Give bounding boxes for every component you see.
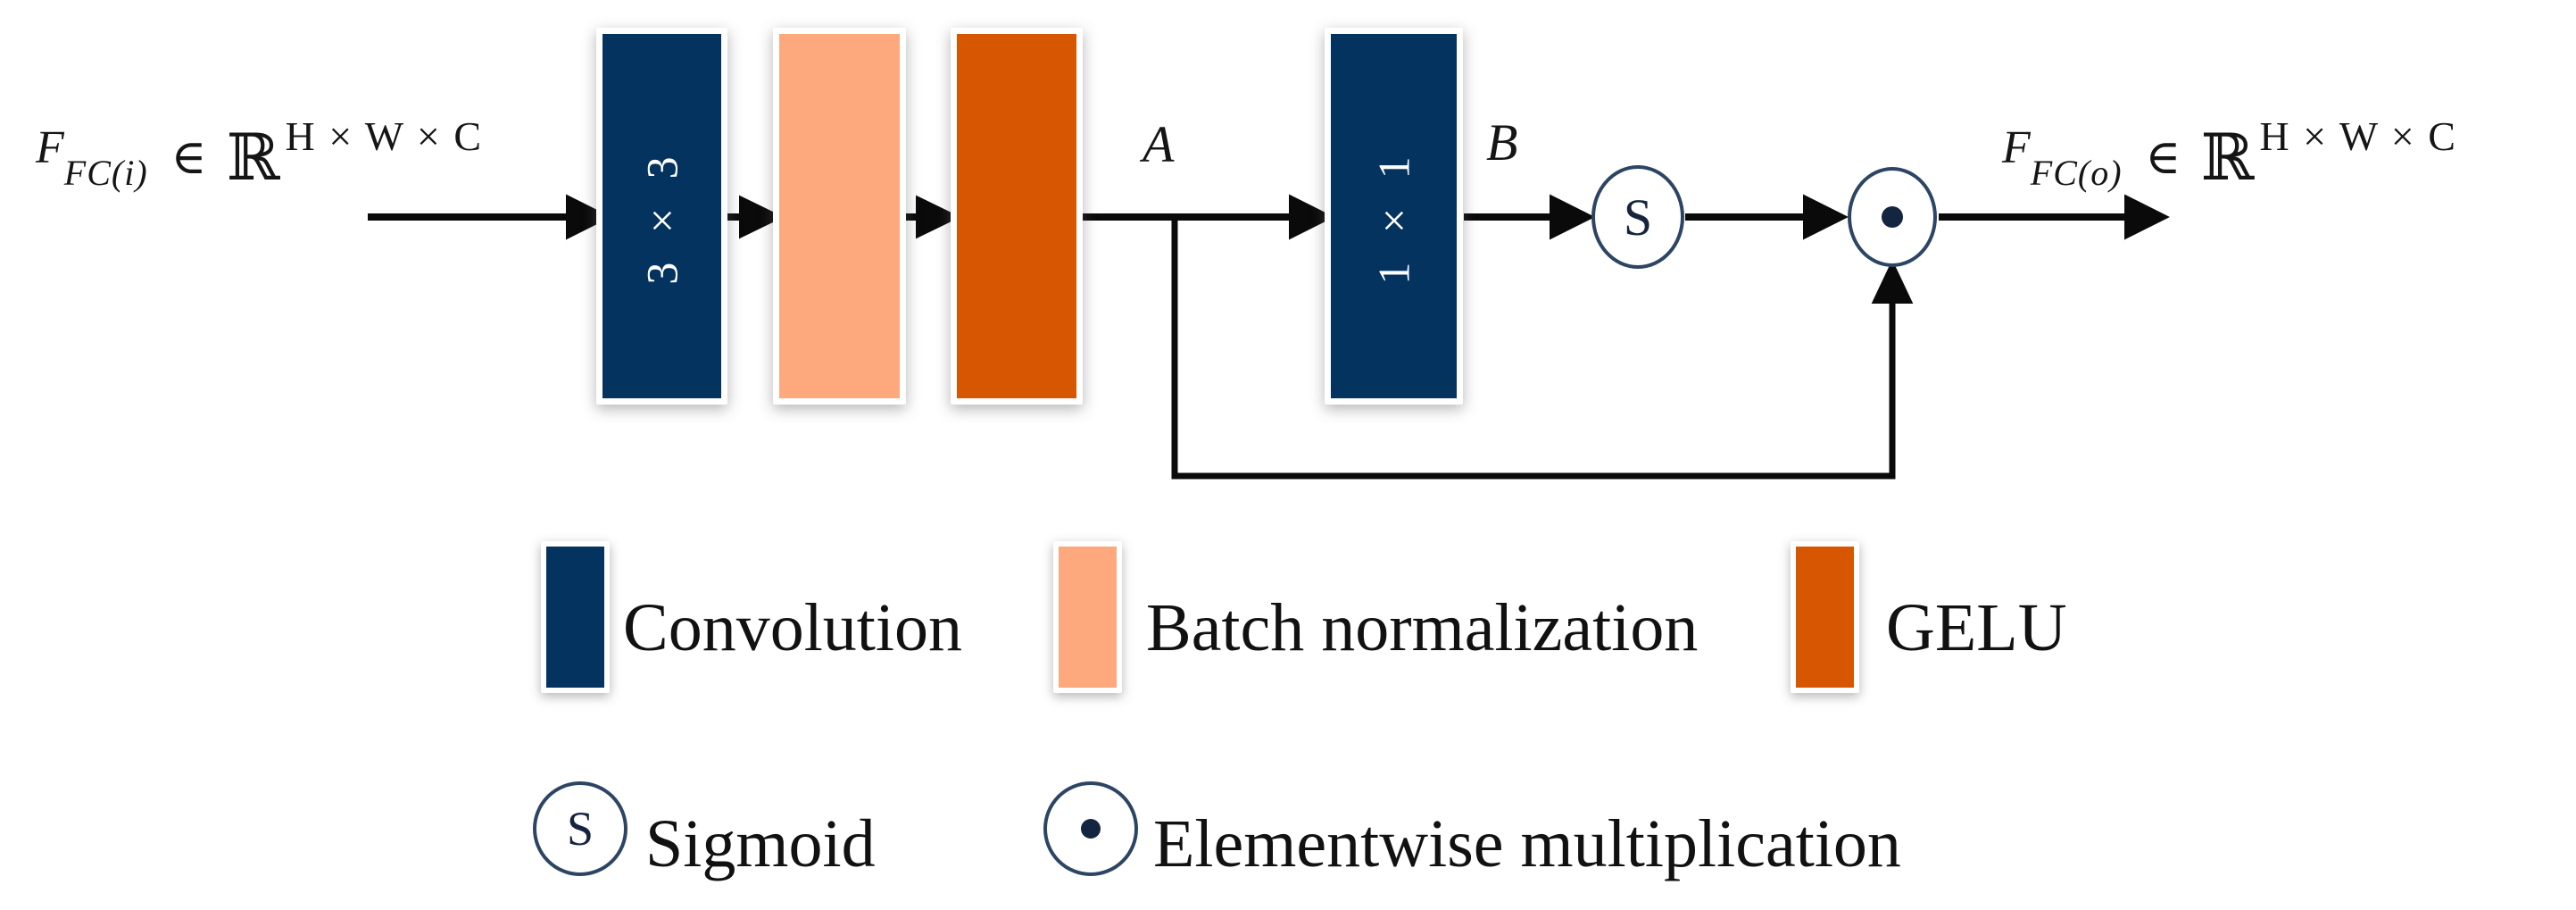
input-tensor-label: F FC(i) ∈ ℝ H × W × C [36, 107, 483, 195]
elementwise-dot-icon [1882, 206, 1903, 228]
real-set-symbol: ℝ [2200, 120, 2255, 195]
input-dims-superscript: H × W × C [285, 113, 484, 159]
conv-3x3-block: 3 × 3 [596, 28, 727, 405]
skip-connection-path [1171, 221, 1896, 480]
arrowhead-output [2124, 194, 2170, 240]
arrowhead-batchnorm [739, 195, 785, 239]
arrowhead-sigmoid [1550, 194, 1595, 240]
sigmoid-op-circle: S [1591, 165, 1684, 269]
sigmoid-symbol: S [1623, 188, 1653, 246]
element-of-symbol: ∈ [170, 129, 207, 185]
arrowhead-multiply [1803, 194, 1849, 240]
batch-norm-block [773, 28, 906, 405]
arrowhead-input [566, 194, 611, 240]
legend-label-sigmoid: Sigmoid [645, 806, 876, 881]
arrowhead-conv1x1 [1289, 194, 1334, 240]
output-dims-superscript: H × W × C [2259, 113, 2457, 159]
conv-1x1-label: 1 × 1 [1368, 147, 1419, 285]
legend-sigmoid-symbol: S [566, 802, 594, 856]
input-subscript: FC(i) [63, 153, 148, 193]
legend-label-batch-normalization: Batch normalization [1146, 590, 1699, 665]
legend-swatch-convolution [541, 541, 610, 693]
output-subscript: FC(o) [2030, 153, 2123, 193]
legend-label-convolution: Convolution [623, 590, 963, 665]
multiply-op-circle [1848, 167, 1937, 267]
output-tensor-label: F FC(o) ∈ ℝ H × W × C [2002, 107, 2457, 195]
legend-sigmoid-circle: S [533, 781, 627, 876]
legend-label-gelu: GELU [1886, 590, 2067, 665]
legend-label-elementwise-multiplication: Elementwise multiplication [1153, 806, 1901, 881]
gelu-block [951, 28, 1083, 405]
legend-swatch-gelu [1791, 541, 1859, 693]
legend-swatch-batch-normalization [1053, 541, 1122, 693]
output-var: F [2002, 122, 2031, 173]
branch-label-a: A [1143, 115, 1175, 173]
element-of-symbol: ∈ [2145, 129, 2181, 185]
arrowhead-gelu [916, 195, 961, 239]
real-set-symbol: ℝ [226, 120, 280, 195]
conv-1x1-block: 1 × 1 [1325, 28, 1463, 405]
elementwise-dot-icon [1081, 819, 1101, 839]
input-var: F [36, 122, 64, 173]
arrowhead-skip-into-multiply [1871, 259, 1914, 304]
conv-3x3-label: 3 × 3 [636, 147, 687, 285]
branch-label-b: B [1486, 113, 1518, 171]
legend-multiply-circle [1043, 781, 1138, 876]
